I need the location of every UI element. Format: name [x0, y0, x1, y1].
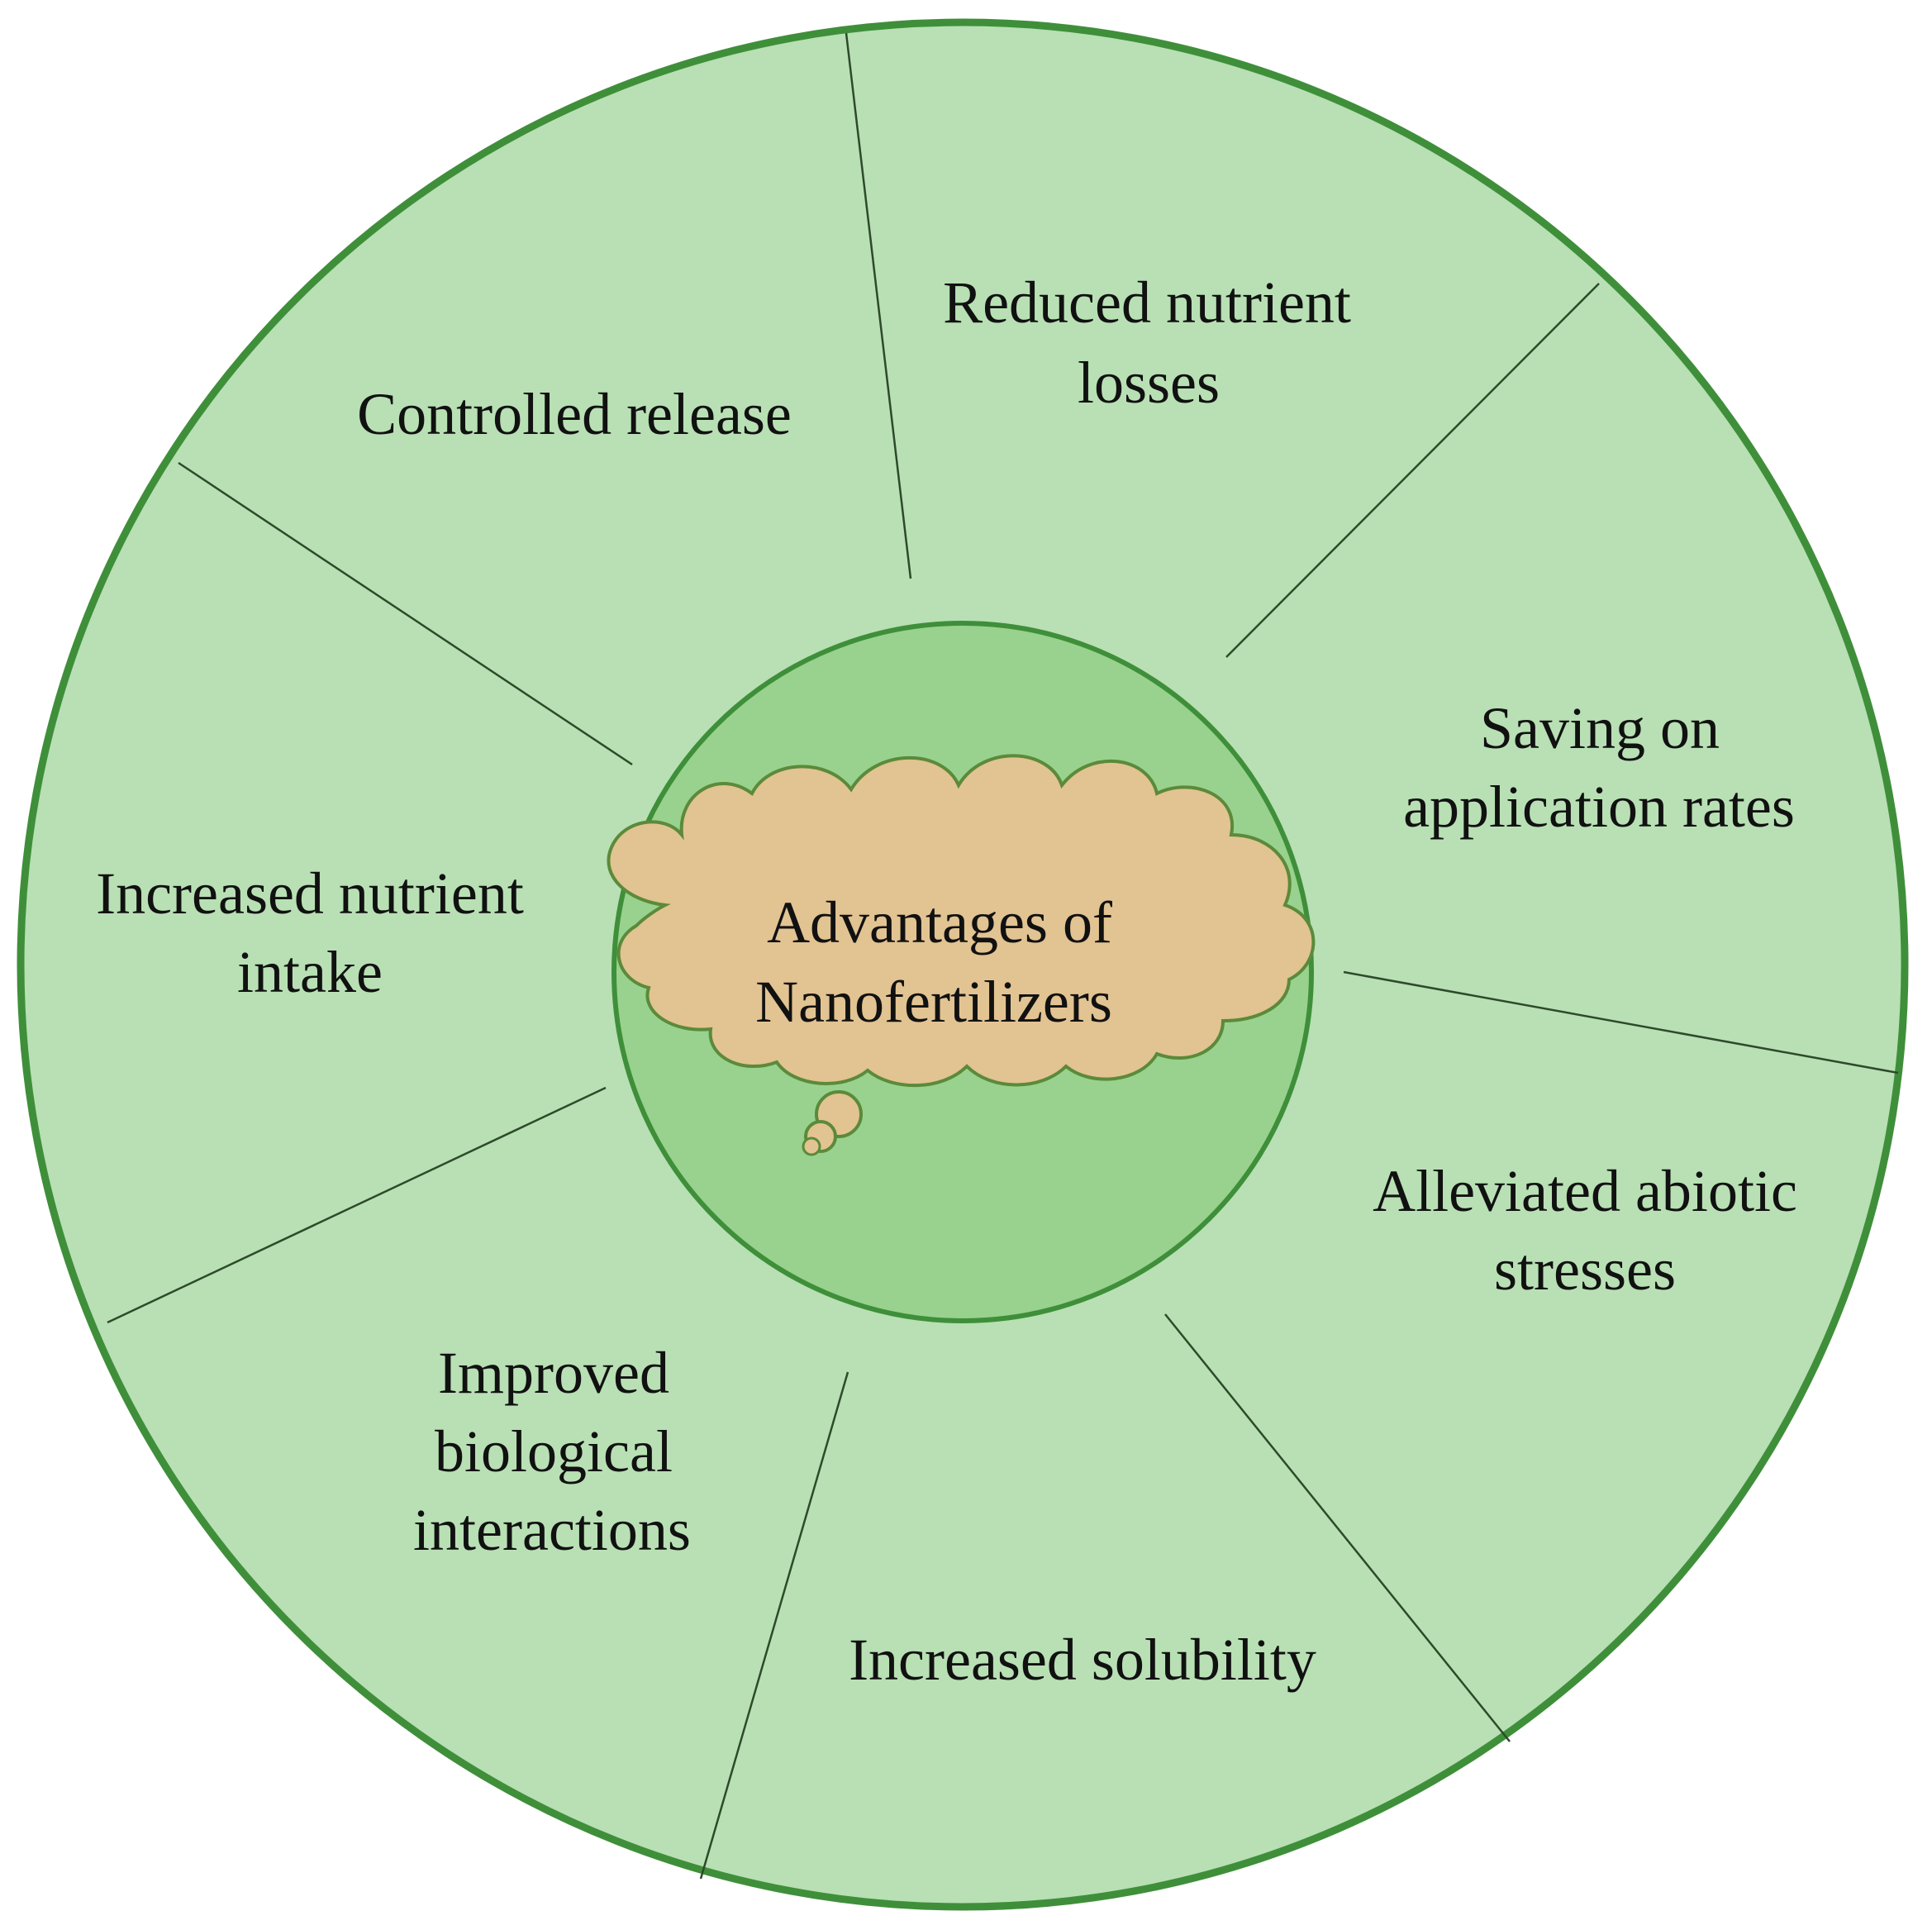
- divider-line: [1343, 970, 1899, 1075]
- label-abiotic-stress-line2: stresses: [1494, 1237, 1676, 1303]
- divider-line: [699, 1371, 849, 1880]
- cloud-shape: [607, 754, 1316, 1088]
- label-reduced-losses-line2: losses: [1078, 350, 1220, 416]
- segment-dividers: [107, 32, 1899, 1880]
- thought-cloud: [607, 754, 1316, 1156]
- label-abiotic-stress-line1: Alleviated abiotic: [1373, 1158, 1797, 1224]
- label-controlled-release: Controlled release: [357, 381, 792, 447]
- label-reduced-losses-line1: Reduced nutrient: [943, 269, 1351, 336]
- center-title-line2: Nanofertilizers: [755, 969, 1112, 1035]
- label-solubility: Increased solubility: [849, 1627, 1316, 1693]
- label-biological-line2: biological: [435, 1418, 673, 1484]
- cloud-bubble-small: [802, 1137, 821, 1156]
- label-biological-line1: Improved: [438, 1340, 669, 1406]
- label-saving-rates-line2: application rates: [1403, 774, 1795, 840]
- label-saving-rates-line1: Saving on: [1480, 695, 1720, 761]
- label-nutrient-intake-line2: intake: [237, 939, 383, 1005]
- label-nutrient-intake-line1: Increased nutrient: [96, 860, 524, 927]
- divider-line: [1164, 1313, 1511, 1742]
- divider-line: [845, 32, 912, 579]
- center-title-line1: Advantages of: [767, 889, 1112, 955]
- label-biological-line3: interactions: [413, 1497, 691, 1563]
- divider-line: [107, 1086, 607, 1324]
- divider-line: [1225, 283, 1600, 658]
- divider-line: [178, 461, 633, 766]
